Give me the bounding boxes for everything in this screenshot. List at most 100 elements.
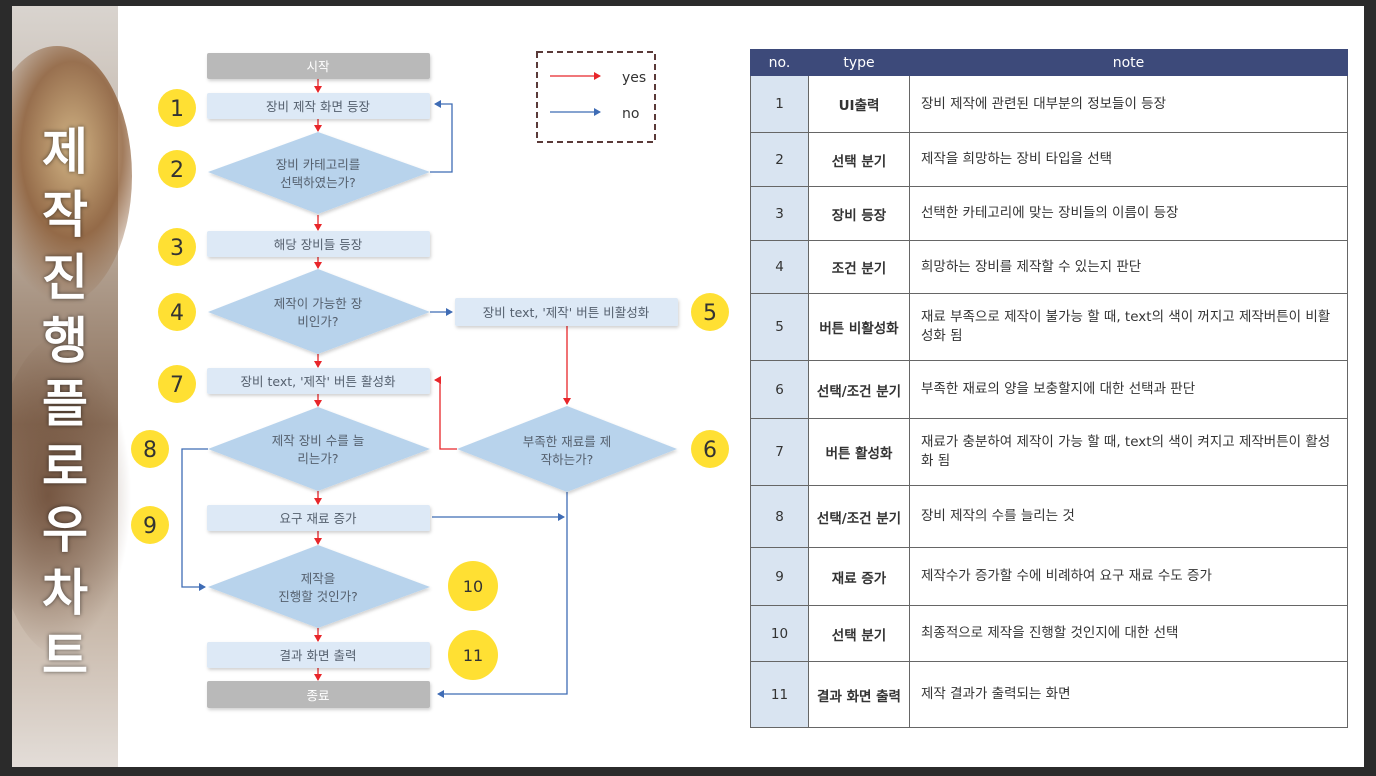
cell-no: 2 bbox=[750, 132, 809, 187]
svg-text:비인가?: 비인가? bbox=[297, 314, 338, 329]
flowchart: yes no bbox=[131, 51, 729, 708]
badge-8: 8 bbox=[131, 430, 169, 468]
svg-text:부족한 재료를 제: 부족한 재료를 제 bbox=[523, 434, 611, 449]
svg-text:장비 text, '제작' 버튼 비활성화: 장비 text, '제작' 버튼 비활성화 bbox=[483, 305, 650, 320]
node-end: 종료 bbox=[207, 681, 430, 708]
cell-note: 장비 제작에 관련된 대부분의 정보들이 등장 bbox=[909, 75, 1348, 133]
cell-no: 4 bbox=[750, 240, 809, 294]
cell-type: 재료 증가 bbox=[808, 547, 910, 606]
svg-text:진행할 것인가?: 진행할 것인가? bbox=[278, 589, 358, 604]
number-badges: 1 2 3 4 5 6 7 8 9 10 11 bbox=[131, 89, 729, 680]
cell-note: 장비 제작의 수를 늘리는 것 bbox=[909, 485, 1348, 548]
svg-text:7: 7 bbox=[170, 373, 184, 398]
cell-note: 부족한 재료의 양을 보충할지에 대한 선택과 판단 bbox=[909, 360, 1348, 419]
cell-no: 8 bbox=[750, 485, 809, 548]
node-4: 제작이 가능한 장 비인가? bbox=[208, 269, 430, 354]
legend: yes no bbox=[536, 51, 656, 143]
character-artwork-lower bbox=[12, 336, 132, 656]
cell-type: 선택 분기 bbox=[808, 132, 910, 187]
title-char: 로 bbox=[42, 438, 88, 496]
title-char: 플 bbox=[42, 375, 88, 433]
svg-text:제작이 가능한 장: 제작이 가능한 장 bbox=[274, 296, 363, 311]
col-header-note: note bbox=[909, 49, 1348, 76]
badge-5: 5 bbox=[691, 293, 729, 331]
legend-yes-label: yes bbox=[622, 70, 646, 86]
cell-no: 11 bbox=[750, 661, 809, 728]
title-char: 작 bbox=[42, 186, 88, 244]
table-header-row: no. type note bbox=[750, 49, 1348, 76]
cell-type: 버튼 비활성화 bbox=[808, 293, 910, 361]
cell-type: 선택/조건 분기 bbox=[808, 485, 910, 548]
node-11: 결과 화면 출력 bbox=[207, 642, 430, 668]
cell-note: 선택한 카테고리에 맞는 장비들의 이름이 등장 bbox=[909, 186, 1348, 241]
cell-type: 장비 등장 bbox=[808, 186, 910, 241]
node-start: 시작 bbox=[207, 53, 430, 79]
col-header-no: no. bbox=[750, 49, 809, 76]
svg-text:해당 장비들 등장: 해당 장비들 등장 bbox=[274, 237, 363, 252]
legend-no-label: no bbox=[622, 106, 639, 122]
title-char: 진 bbox=[42, 249, 88, 307]
badge-11: 11 bbox=[448, 630, 498, 680]
node-6: 부족한 재료를 제 작하는가? bbox=[457, 406, 677, 492]
cell-type: 선택 분기 bbox=[808, 605, 910, 662]
node-2: 장비 카테고리를 선택하였는가? bbox=[208, 132, 430, 214]
svg-text:제작을: 제작을 bbox=[301, 571, 336, 586]
svg-text:장비 text, '제작' 버튼 활성화: 장비 text, '제작' 버튼 활성화 bbox=[241, 374, 396, 389]
badge-1: 1 bbox=[158, 89, 196, 127]
svg-text:10: 10 bbox=[463, 577, 483, 596]
node-7: 장비 text, '제작' 버튼 활성화 bbox=[207, 368, 430, 394]
svg-text:9: 9 bbox=[143, 514, 157, 539]
title-char: 차 bbox=[42, 564, 88, 622]
cell-note: 제작 결과가 출력되는 화면 bbox=[909, 661, 1348, 728]
svg-text:2: 2 bbox=[170, 158, 184, 183]
svg-text:장비 카테고리를: 장비 카테고리를 bbox=[276, 157, 360, 172]
cell-note: 제작수가 증가할 수에 비례하여 요구 재료 수도 증가 bbox=[909, 547, 1348, 606]
badge-2: 2 bbox=[158, 150, 196, 188]
badge-7: 7 bbox=[158, 365, 196, 403]
svg-text:3: 3 bbox=[170, 236, 184, 261]
svg-text:시작: 시작 bbox=[306, 59, 330, 74]
badge-10: 10 bbox=[448, 561, 498, 611]
svg-text:6: 6 bbox=[703, 438, 717, 463]
cell-no: 5 bbox=[750, 293, 809, 361]
flow-nodes: 시작 장비 제작 화면 등장 장비 카테고리를 선택하였는가? 해당 장비들 등… bbox=[207, 53, 678, 708]
title-char: 제 bbox=[42, 123, 88, 181]
cell-no: 1 bbox=[750, 75, 809, 133]
title-char: 행 bbox=[42, 312, 88, 370]
node-9: 요구 재료 증가 bbox=[207, 505, 430, 531]
cell-type: 선택/조건 분기 bbox=[808, 360, 910, 419]
node-3: 해당 장비들 등장 bbox=[207, 231, 430, 257]
node-10: 제작을 진행할 것인가? bbox=[208, 545, 430, 628]
svg-text:종료: 종료 bbox=[306, 688, 329, 703]
title-char: 트 bbox=[42, 627, 88, 685]
svg-text:장비 제작 화면 등장: 장비 제작 화면 등장 bbox=[266, 99, 370, 114]
node-5: 장비 text, '제작' 버튼 비활성화 bbox=[455, 298, 678, 326]
cell-no: 9 bbox=[750, 547, 809, 606]
cell-note: 최종적으로 제작을 진행할 것인지에 대한 선택 bbox=[909, 605, 1348, 662]
cell-note: 제작을 희망하는 장비 타입을 선택 bbox=[909, 132, 1348, 187]
svg-text:제작 장비 수를 늘: 제작 장비 수를 늘 bbox=[272, 433, 364, 448]
character-artwork bbox=[12, 46, 132, 306]
cell-type: 조건 분기 bbox=[808, 240, 910, 294]
cell-note: 재료가 충분하여 제작이 가능 할 때, text의 색이 켜지고 제작버튼이 … bbox=[909, 418, 1348, 486]
col-header-type: type bbox=[808, 49, 910, 76]
badge-6: 6 bbox=[691, 430, 729, 468]
svg-text:5: 5 bbox=[703, 301, 717, 326]
node-8: 제작 장비 수를 늘 리는가? bbox=[208, 407, 430, 491]
badge-4: 4 bbox=[158, 293, 196, 331]
cell-no: 7 bbox=[750, 418, 809, 486]
cell-no: 3 bbox=[750, 186, 809, 241]
cell-note: 희망하는 장비를 제작할 수 있는지 판단 bbox=[909, 240, 1348, 294]
cell-type: 결과 화면 출력 bbox=[808, 661, 910, 728]
svg-text:1: 1 bbox=[170, 97, 184, 122]
